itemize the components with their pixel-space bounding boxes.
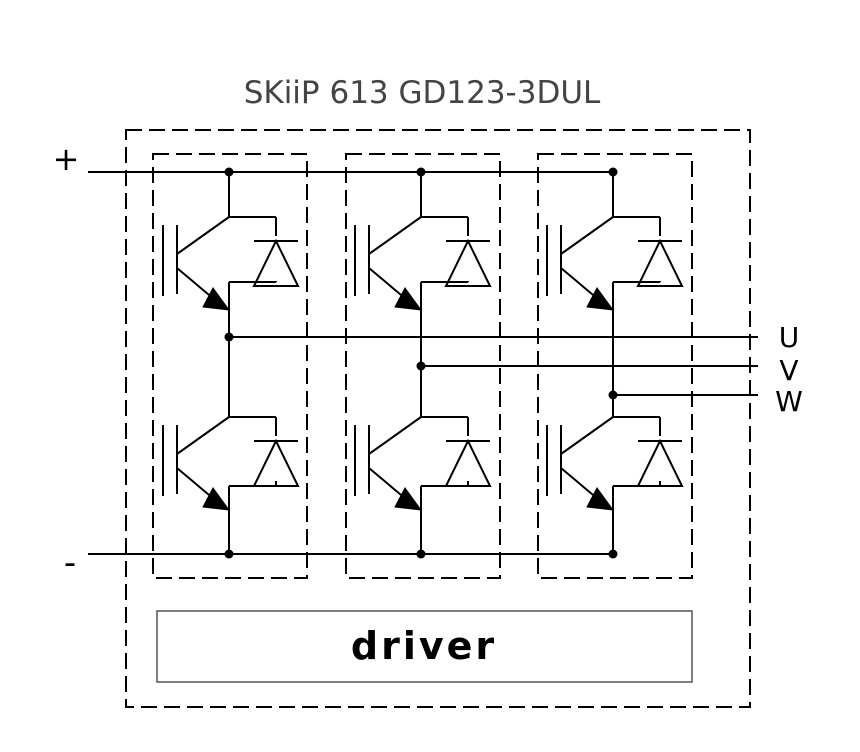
junction-dot-output — [224, 332, 234, 342]
igbt-emitter-diagonal — [368, 267, 408, 301]
igbt-emitter-diagonal — [176, 267, 216, 301]
igbt-collector-diagonal — [176, 216, 230, 255]
terminal-u-label: U — [779, 321, 800, 354]
junction-dot-output — [608, 390, 618, 400]
junction-dot-minus — [416, 549, 426, 559]
igbt-emitter-arrow — [202, 287, 231, 311]
terminal-v-label: V — [779, 354, 798, 387]
igbt-emitter-arrow — [394, 487, 423, 511]
junction-dot-plus — [416, 167, 426, 177]
module-boundary — [125, 129, 751, 708]
igbt-collector-diagonal — [560, 416, 614, 455]
igbt-emitter-diagonal — [560, 467, 600, 501]
diode-symbol-upper-3 — [636, 238, 684, 287]
igbt-emitter-diagonal — [176, 467, 216, 501]
igbt-collector-diagonal — [368, 216, 422, 255]
inverter-legs — [162, 167, 684, 559]
junction-dot-output — [416, 361, 426, 371]
junction-dot-minus — [608, 549, 618, 559]
junction-dot-plus — [224, 167, 234, 177]
igbt-emitter-diagonal — [560, 267, 600, 301]
igbt-collector-diagonal — [176, 416, 230, 455]
igbt-collector-diagonal — [368, 416, 422, 455]
diode-symbol-upper-2 — [444, 238, 492, 287]
leg-boundary-2 — [345, 153, 501, 579]
igbt-emitter-arrow — [586, 287, 615, 311]
igbt-emitter-arrow — [394, 287, 423, 311]
driver-label: driver — [351, 624, 497, 668]
junction-dot-plus — [608, 167, 618, 177]
diode-symbol-lower-1 — [252, 438, 300, 487]
igbt-emitter-diagonal — [368, 467, 408, 501]
diode-symbol-lower-3 — [636, 438, 684, 487]
junction-dot-minus — [224, 549, 234, 559]
driver-block — [156, 610, 693, 683]
leg-boundary-1 — [152, 153, 308, 579]
terminal-plus-label: + — [53, 140, 80, 178]
terminal-w-label: W — [775, 385, 803, 418]
igbt-emitter-arrow — [202, 487, 231, 511]
diode-symbol-lower-2 — [444, 438, 492, 487]
igbt-collector-diagonal — [560, 216, 614, 255]
igbt-emitter-arrow — [586, 487, 615, 511]
diode-symbol-upper-1 — [252, 238, 300, 287]
terminal-minus-label: - — [64, 543, 76, 583]
diagram-title: SKiiP 613 GD123-3DUL — [244, 75, 601, 111]
